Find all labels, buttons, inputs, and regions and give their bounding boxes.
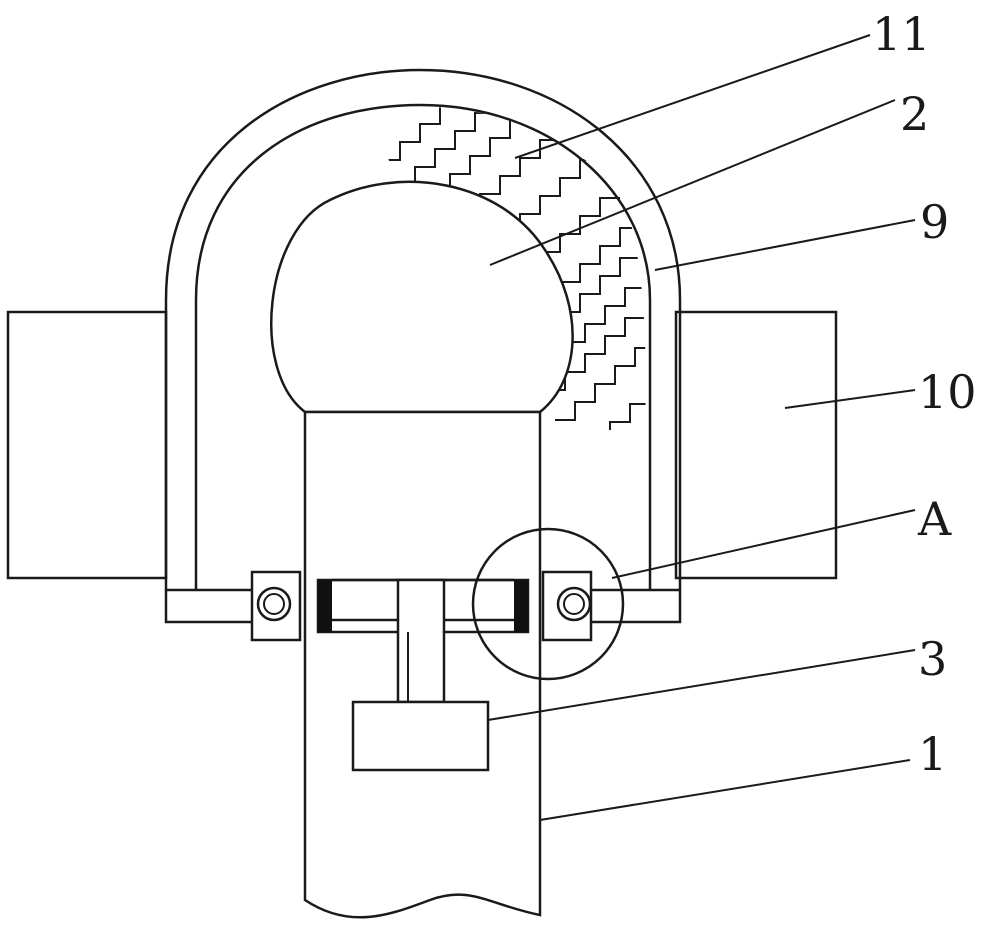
handle-block <box>351 700 490 772</box>
label-9: 9 <box>920 195 949 249</box>
label-10: 10 <box>918 365 977 419</box>
u-shell <box>164 68 682 590</box>
left-bracket <box>164 570 302 642</box>
label-11: 11 <box>872 7 931 61</box>
plunger-stem <box>396 578 446 704</box>
right-side-block <box>674 310 838 580</box>
ball-head <box>270 180 574 414</box>
left-side-block <box>6 310 168 580</box>
detail-circle-a <box>471 527 625 681</box>
right-bracket <box>541 570 682 642</box>
leader-lines <box>487 34 916 821</box>
label-1: 1 <box>918 727 947 781</box>
label-2: 2 <box>900 87 929 141</box>
label-a: A <box>917 492 952 546</box>
label-3: 3 <box>918 632 947 686</box>
